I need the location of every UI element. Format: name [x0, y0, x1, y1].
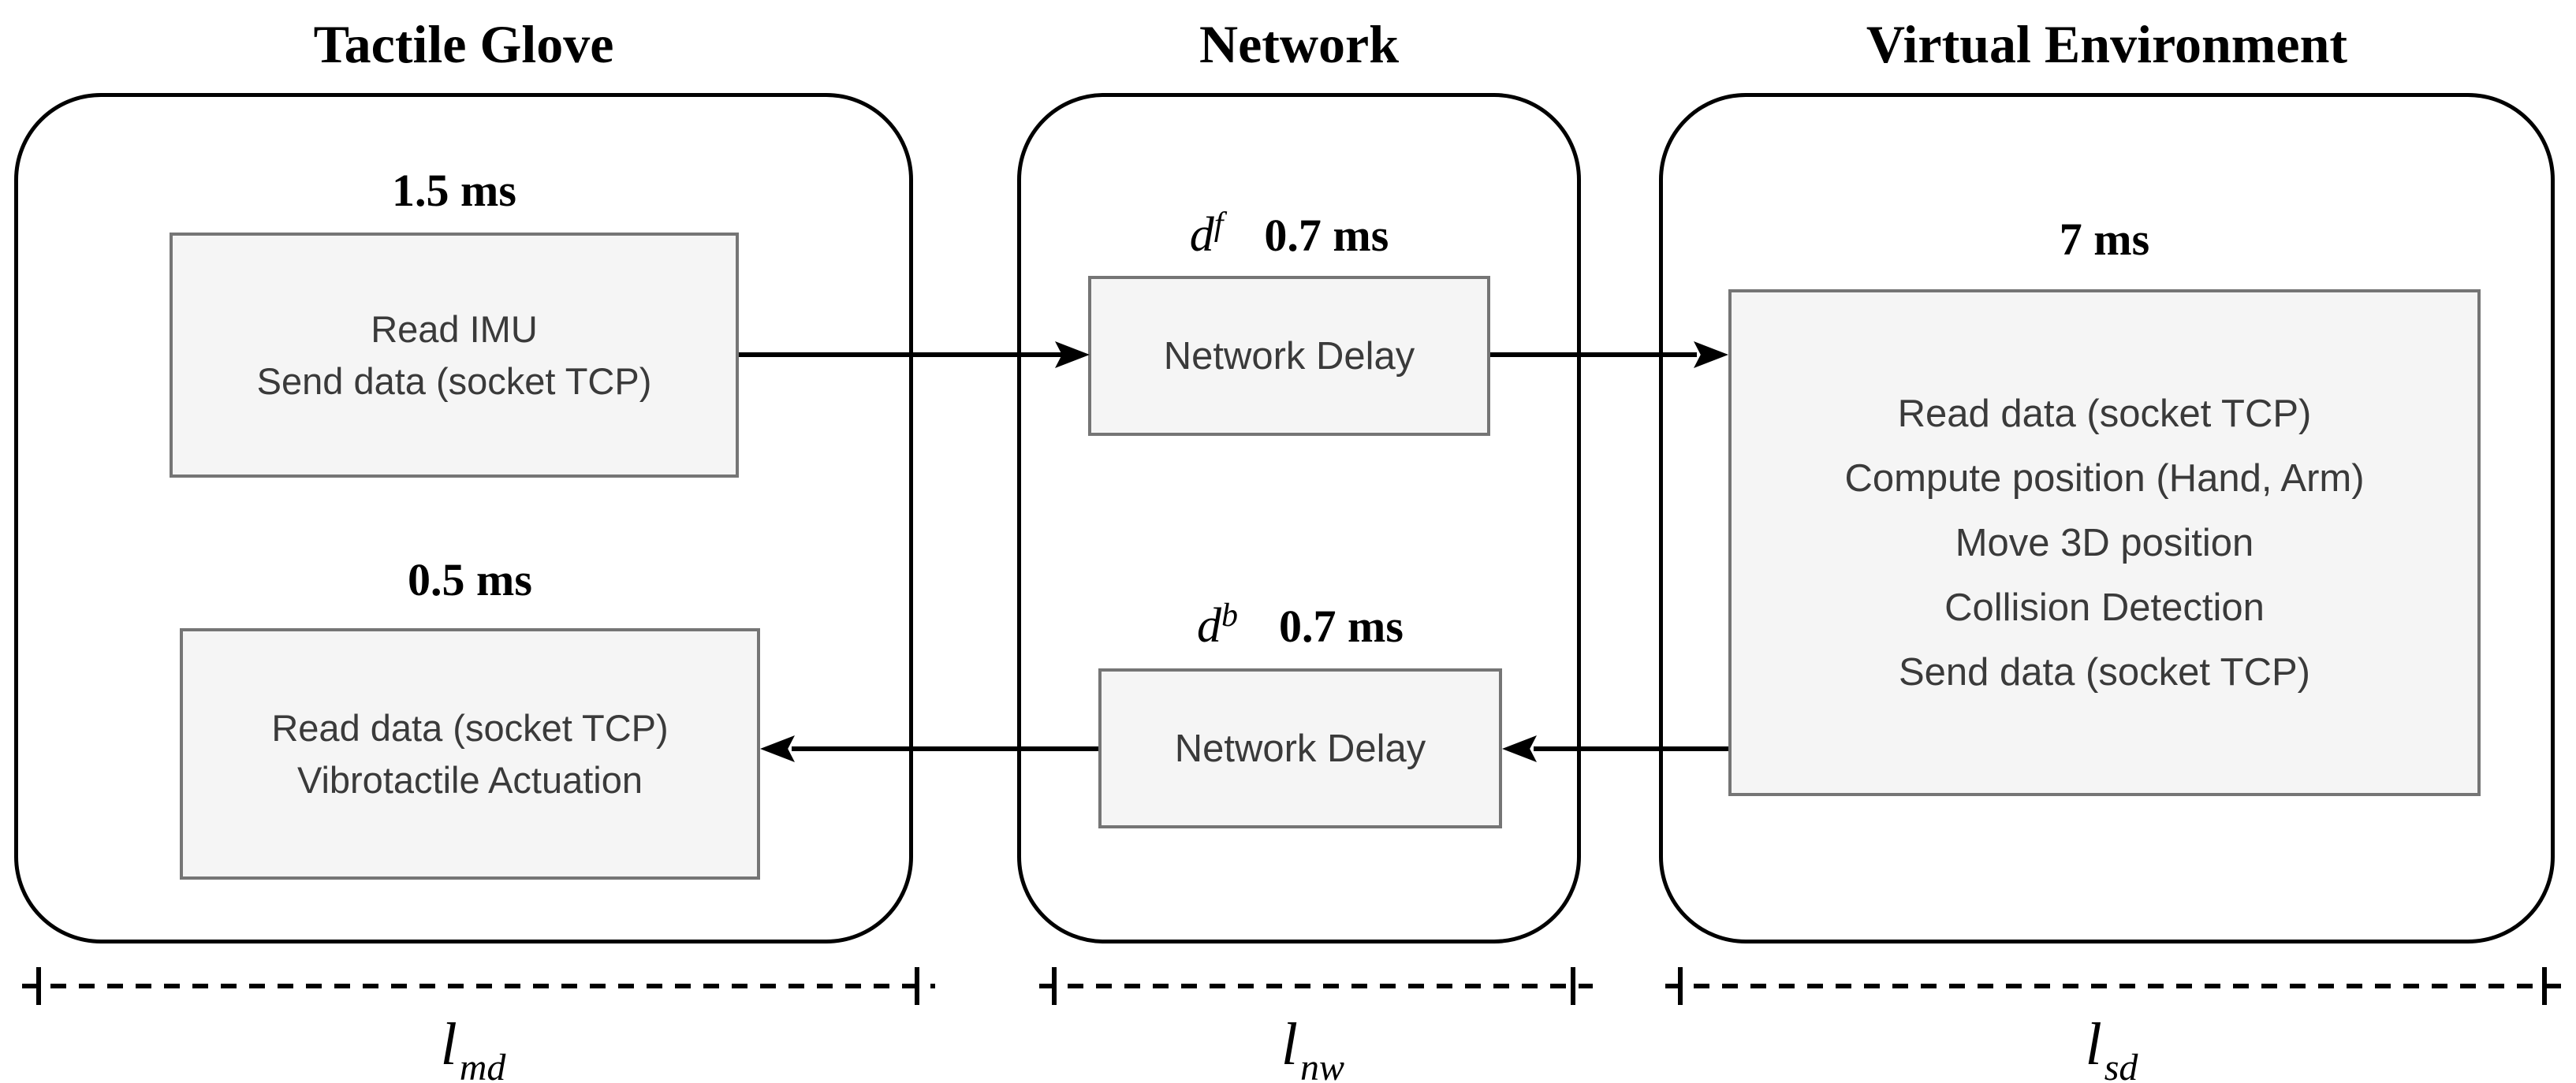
measure-variable: l [2085, 1011, 2102, 1077]
glove-send-process-box: Read IMU Send data (socket TCP) [170, 233, 739, 478]
network-span-right-tick [1571, 967, 1575, 1005]
glove-receive-process-box: Read data (socket TCP) Vibrotactile Actu… [180, 628, 760, 880]
ve-span-label: lsd [1993, 1007, 2230, 1083]
process-step: Move 3D position [1955, 521, 2254, 564]
glove-span-left-tick [36, 967, 41, 1005]
arrow-network-to-glove-shaft [792, 746, 1098, 751]
ve-span-left-tick [1678, 967, 1683, 1005]
ve-span-dashed-line [1665, 984, 2564, 988]
process-step: Read IMU [371, 307, 538, 350]
measure-subscript: nw [1300, 1047, 1345, 1083]
process-step: Read data (socket TCP) [271, 706, 669, 749]
virtual-environment-title: Virtual Environment [1866, 14, 2348, 74]
virtual-environment-time-label: 7 ms [2059, 214, 2150, 265]
network-title: Network [1199, 14, 1400, 74]
glove-span-label: lmd [355, 1007, 591, 1083]
arrow-glove-to-network-shaft [739, 352, 1063, 357]
forward-delay-variable: d [1189, 208, 1214, 262]
network-forward-delay-label: df 0.7 ms [1088, 207, 1490, 263]
arrow-network-to-ve-shaft [1490, 352, 1697, 357]
network-span-dashed-line [1039, 984, 1593, 988]
process-step: Read data (socket TCP) [1897, 392, 2312, 435]
backward-delay-time: 0.7 ms [1279, 601, 1404, 652]
process-step: Send data (socket TCP) [256, 359, 652, 402]
virtual-environment-container [1659, 93, 2555, 943]
network-container [1017, 93, 1581, 943]
network-forward-delay-box: Network Delay [1088, 276, 1490, 436]
network-backward-delay-box: Network Delay [1098, 668, 1502, 828]
tactile-glove-title: Tactile Glove [313, 14, 614, 74]
glove-send-time-label: 1.5 ms [392, 165, 516, 216]
glove-receive-time-label: 0.5 ms [408, 554, 532, 605]
tactile-glove-container [14, 93, 913, 943]
measure-subscript: md [459, 1047, 506, 1083]
process-step: Collision Detection [1944, 586, 2265, 629]
backward-delay-variable: d [1197, 599, 1222, 653]
network-span-left-tick [1052, 967, 1057, 1005]
glove-span-right-tick [915, 967, 919, 1005]
forward-delay-time: 0.7 ms [1264, 210, 1389, 261]
process-step: Network Delay [1174, 727, 1426, 770]
measure-variable: l [440, 1011, 457, 1077]
arrow-ve-to-network-shaft [1534, 746, 1728, 751]
ve-span-right-tick [2542, 967, 2547, 1005]
virtual-environment-process-box: Read data (socket TCP) Compute position … [1728, 289, 2481, 796]
network-span-label: lnw [1195, 1007, 1431, 1083]
forward-delay-superscript: f [1213, 206, 1224, 243]
glove-span-dashed-line [22, 984, 935, 988]
network-backward-delay-label: db 0.7 ms [1098, 597, 1502, 654]
backward-delay-superscript: b [1221, 597, 1239, 634]
process-step: Send data (socket TCP) [1898, 650, 2310, 694]
process-step: Vibrotactile Actuation [296, 758, 643, 801]
measure-subscript: sd [2104, 1047, 2138, 1083]
process-step: Compute position (Hand, Arm) [1844, 456, 2365, 500]
process-step: Network Delay [1163, 334, 1415, 378]
measure-variable: l [1281, 1011, 1299, 1077]
